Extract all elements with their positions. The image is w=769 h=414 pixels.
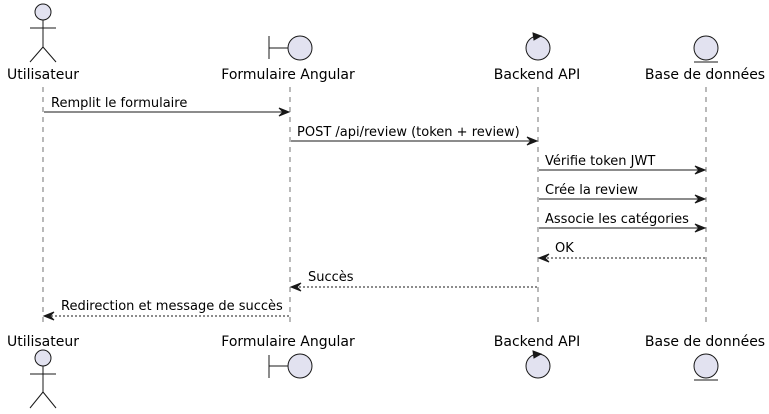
participant-label-db-bottom: Base de données	[645, 334, 765, 350]
message-arrow	[539, 165, 707, 175]
message-arrow	[291, 136, 539, 146]
return-arrow	[289, 282, 537, 292]
control-icon	[525, 32, 551, 61]
message-arrow	[539, 194, 707, 204]
participant-label-api: Backend API	[494, 67, 580, 83]
participant-label-user: Utilisateur	[7, 67, 79, 83]
message-label: POST /api/review (token + review)	[297, 125, 520, 140]
message-arrow	[44, 107, 291, 117]
return-arrow	[537, 253, 705, 263]
actor-icon	[29, 3, 57, 63]
participant-label-form-bottom: Formulaire Angular	[221, 334, 355, 350]
message-label: Remplit le formulaire	[51, 96, 187, 111]
message-label: Redirection et message de succès	[61, 299, 283, 314]
boundary-icon	[268, 353, 313, 379]
participant-label-db: Base de données	[645, 67, 765, 83]
message-arrow	[539, 223, 707, 233]
return-arrow	[42, 311, 289, 321]
message-label: Associe les catégories	[545, 212, 689, 227]
entity-icon	[693, 35, 719, 63]
participant-label-user-bottom: Utilisateur	[7, 334, 79, 350]
message-label: Crée la review	[545, 183, 638, 198]
actor-icon	[29, 349, 57, 409]
boundary-icon	[268, 35, 313, 61]
message-label: Succès	[308, 270, 354, 285]
control-icon	[525, 350, 551, 379]
participant-label-api-bottom: Backend API	[494, 334, 580, 350]
message-label: OK	[555, 241, 574, 256]
entity-icon	[693, 353, 719, 381]
participant-label-form: Formulaire Angular	[221, 67, 355, 83]
message-label: Vérifie token JWT	[545, 154, 655, 169]
